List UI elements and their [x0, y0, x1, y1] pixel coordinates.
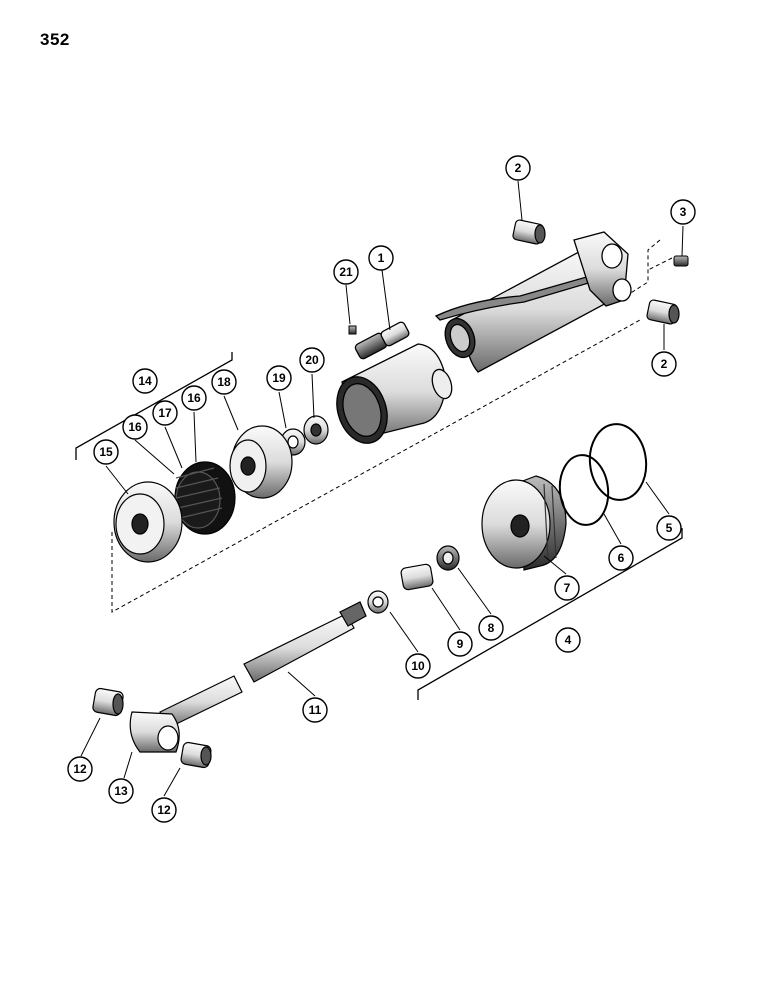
bushing-part — [512, 219, 680, 325]
callout-8: 8 — [478, 615, 504, 641]
callout-3: 3 — [670, 199, 696, 225]
callout-18: 18 — [211, 369, 237, 395]
callout-balloons: 1 2 2 3 4 5 6 7 8 9 10 11 12 12 13 14 15… — [67, 155, 696, 823]
svg-text:10: 10 — [411, 659, 425, 673]
assembly-centerlines — [111, 239, 673, 613]
grease-fitting-part — [673, 255, 689, 267]
callout-13: 13 — [108, 778, 134, 804]
callout-1: 1 — [368, 245, 394, 271]
svg-text:12: 12 — [73, 762, 87, 776]
seal-ring-part — [174, 461, 236, 535]
callout-15: 15 — [93, 439, 119, 465]
o-ring-part — [558, 423, 648, 526]
svg-text:1: 1 — [378, 251, 385, 265]
svg-text:2: 2 — [515, 161, 522, 175]
cylinder-barrel-part — [336, 321, 453, 444]
callout-16-right: 16 — [181, 385, 207, 411]
svg-text:17: 17 — [158, 406, 172, 420]
svg-text:6: 6 — [618, 551, 625, 565]
callout-10: 10 — [405, 653, 431, 679]
callout-2-top: 2 — [505, 155, 531, 181]
callout-17: 17 — [152, 400, 178, 426]
svg-text:4: 4 — [565, 633, 572, 647]
callout-16-left: 16 — [122, 414, 148, 440]
callout-14: 14 — [132, 368, 158, 394]
svg-text:16: 16 — [128, 420, 142, 434]
svg-text:20: 20 — [305, 353, 319, 367]
svg-text:5: 5 — [666, 521, 673, 535]
group-brackets — [75, 352, 683, 700]
svg-text:12: 12 — [157, 803, 171, 817]
callout-20: 20 — [299, 347, 325, 373]
leader-lines — [80, 180, 684, 797]
locknut-part — [303, 415, 329, 445]
callout-12-left: 12 — [67, 756, 93, 782]
svg-text:21: 21 — [339, 265, 353, 279]
svg-text:8: 8 — [488, 621, 495, 635]
callout-4: 4 — [555, 627, 581, 653]
svg-text:18: 18 — [217, 375, 231, 389]
callout-5: 5 — [656, 515, 682, 541]
piston-head-part — [113, 481, 183, 563]
callout-19: 19 — [266, 365, 292, 391]
callout-7: 7 — [554, 575, 580, 601]
callout-9: 9 — [447, 631, 473, 657]
callout-2-right: 2 — [651, 351, 677, 377]
svg-text:9: 9 — [457, 637, 464, 651]
svg-text:2: 2 — [661, 357, 668, 371]
small-fitting-part — [348, 325, 357, 335]
callout-6: 6 — [608, 545, 634, 571]
gland-part — [229, 425, 293, 499]
svg-text:7: 7 — [564, 581, 571, 595]
svg-text:16: 16 — [187, 391, 201, 405]
svg-text:14: 14 — [138, 374, 152, 388]
svg-text:19: 19 — [272, 371, 286, 385]
piston-rod-part — [159, 601, 367, 729]
callout-11: 11 — [302, 697, 328, 723]
callout-21: 21 — [333, 259, 359, 285]
svg-text:3: 3 — [680, 205, 687, 219]
page-number: 352 — [40, 30, 70, 49]
callout-12-bottom: 12 — [151, 797, 177, 823]
rod-end-bushing-part — [92, 687, 212, 769]
svg-text:11: 11 — [309, 703, 322, 717]
spacer-ring-part — [367, 545, 460, 614]
piston-part — [481, 475, 567, 571]
svg-text:15: 15 — [99, 445, 113, 459]
svg-text:13: 13 — [114, 784, 128, 798]
rod-end-eye-part — [129, 711, 180, 753]
cylinder-body-part — [434, 231, 632, 373]
